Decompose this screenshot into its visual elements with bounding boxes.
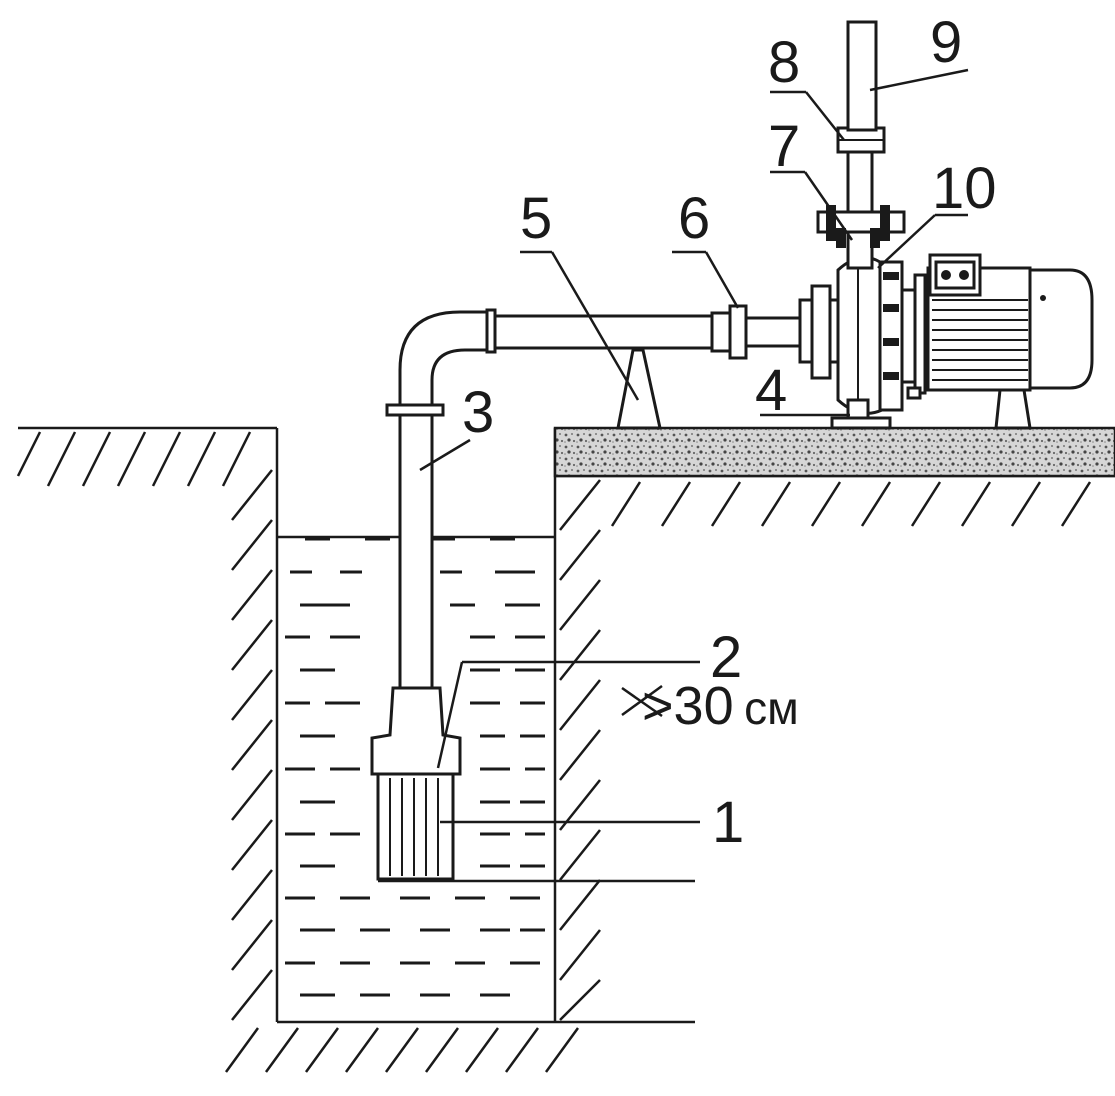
concrete-slab: [553, 426, 1115, 478]
part-labels: 1 2 3 4 5 6 7 8 9 10 >30 см: [462, 10, 997, 855]
label-6: 6: [678, 186, 710, 251]
check-valve-strainer: [370, 686, 462, 881]
ground: [18, 426, 1115, 1024]
label-3: 3: [462, 380, 494, 445]
label-10: 10: [932, 156, 997, 221]
label-7: 7: [768, 114, 800, 179]
label-1: 1: [712, 790, 744, 855]
electric-motor: [900, 253, 1094, 430]
label-9: 9: [930, 10, 962, 75]
depth-dimension: >30 см: [642, 676, 799, 736]
label-8: 8: [768, 30, 800, 95]
suction-pipe: [385, 308, 719, 692]
label-4: 4: [755, 358, 787, 423]
leader-lines: [378, 68, 969, 1024]
label-5: 5: [520, 186, 552, 251]
depth-dimension-value: >30: [642, 676, 734, 736]
union-fitting: [710, 304, 803, 360]
label-2: 2: [710, 625, 742, 690]
pump: [798, 20, 906, 430]
depth-dimension-unit: см: [744, 682, 799, 734]
pipe-support: [616, 348, 662, 430]
